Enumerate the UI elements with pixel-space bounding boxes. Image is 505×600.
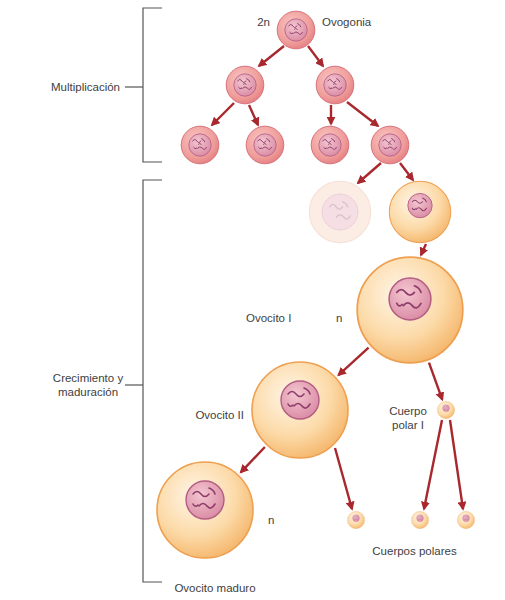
arrow	[249, 105, 258, 125]
bracket-tick	[125, 86, 143, 87]
division-arrow	[429, 363, 442, 400]
cell-drawing	[357, 257, 463, 363]
arrow	[358, 163, 381, 183]
group-label: Cuerpos polares	[352, 544, 477, 558]
oogonium-cell: 2nOvogonia	[276, 10, 316, 50]
division-arrow	[338, 348, 368, 375]
arrow	[259, 46, 284, 66]
cell-label: Ovocito II	[176, 408, 244, 422]
cell-label: Ovogonia	[322, 15, 392, 29]
cell-drawing	[157, 462, 253, 558]
polar-body: Cuerpo polar I	[437, 401, 455, 419]
cell-drawing	[277, 11, 315, 49]
cell-label: Ovocito maduro	[160, 581, 270, 595]
stage-bracket	[125, 8, 162, 582]
bracket-tick	[125, 384, 143, 385]
arrow	[308, 46, 323, 66]
arrow	[450, 420, 463, 509]
arrow	[424, 420, 442, 509]
oogonium-cell	[246, 126, 284, 164]
ploidy-label: n	[268, 513, 280, 527]
oocyte-cell: Ovocito In	[355, 255, 465, 365]
cell-drawing	[252, 362, 348, 458]
growing-cell	[389, 181, 450, 242]
oocyte-cell: nOvocito maduro	[155, 460, 255, 560]
cell-group	[181, 66, 474, 528]
oogonium-cell	[226, 66, 264, 104]
division-arrow	[241, 447, 265, 472]
arrow	[330, 105, 332, 124]
arrow	[400, 163, 413, 180]
arrow	[421, 244, 426, 255]
oogonium-cell	[371, 126, 409, 164]
cell-label: Ovocito I	[246, 311, 316, 325]
cell-shape	[355, 255, 465, 365]
oocyte-cell: Ovocito II	[250, 360, 350, 460]
stage-label: Multiplicación	[36, 80, 120, 94]
cell-drawing	[437, 401, 454, 418]
arrow	[212, 103, 234, 125]
polar-body	[347, 511, 364, 528]
polar-body	[411, 511, 428, 528]
polar-body	[457, 511, 474, 528]
oogonium-cell	[311, 126, 349, 164]
cell-label: Cuerpo polar I	[382, 404, 434, 432]
stage-label: Crecimiento y maduración	[48, 371, 128, 399]
arrow	[347, 102, 378, 126]
cell-shape	[437, 401, 455, 419]
ploidy-label: n	[336, 311, 348, 325]
degenerating-cell	[309, 181, 370, 242]
oogonium-cell	[316, 66, 354, 104]
arrow	[335, 448, 352, 509]
division-arrows	[212, 46, 463, 509]
cell-shape	[155, 460, 255, 560]
cell-shape	[276, 10, 316, 50]
oogonium-cell	[181, 126, 219, 164]
bracket	[143, 8, 162, 162]
ploidy-label: 2n	[250, 15, 270, 29]
cell-shape	[250, 360, 350, 460]
